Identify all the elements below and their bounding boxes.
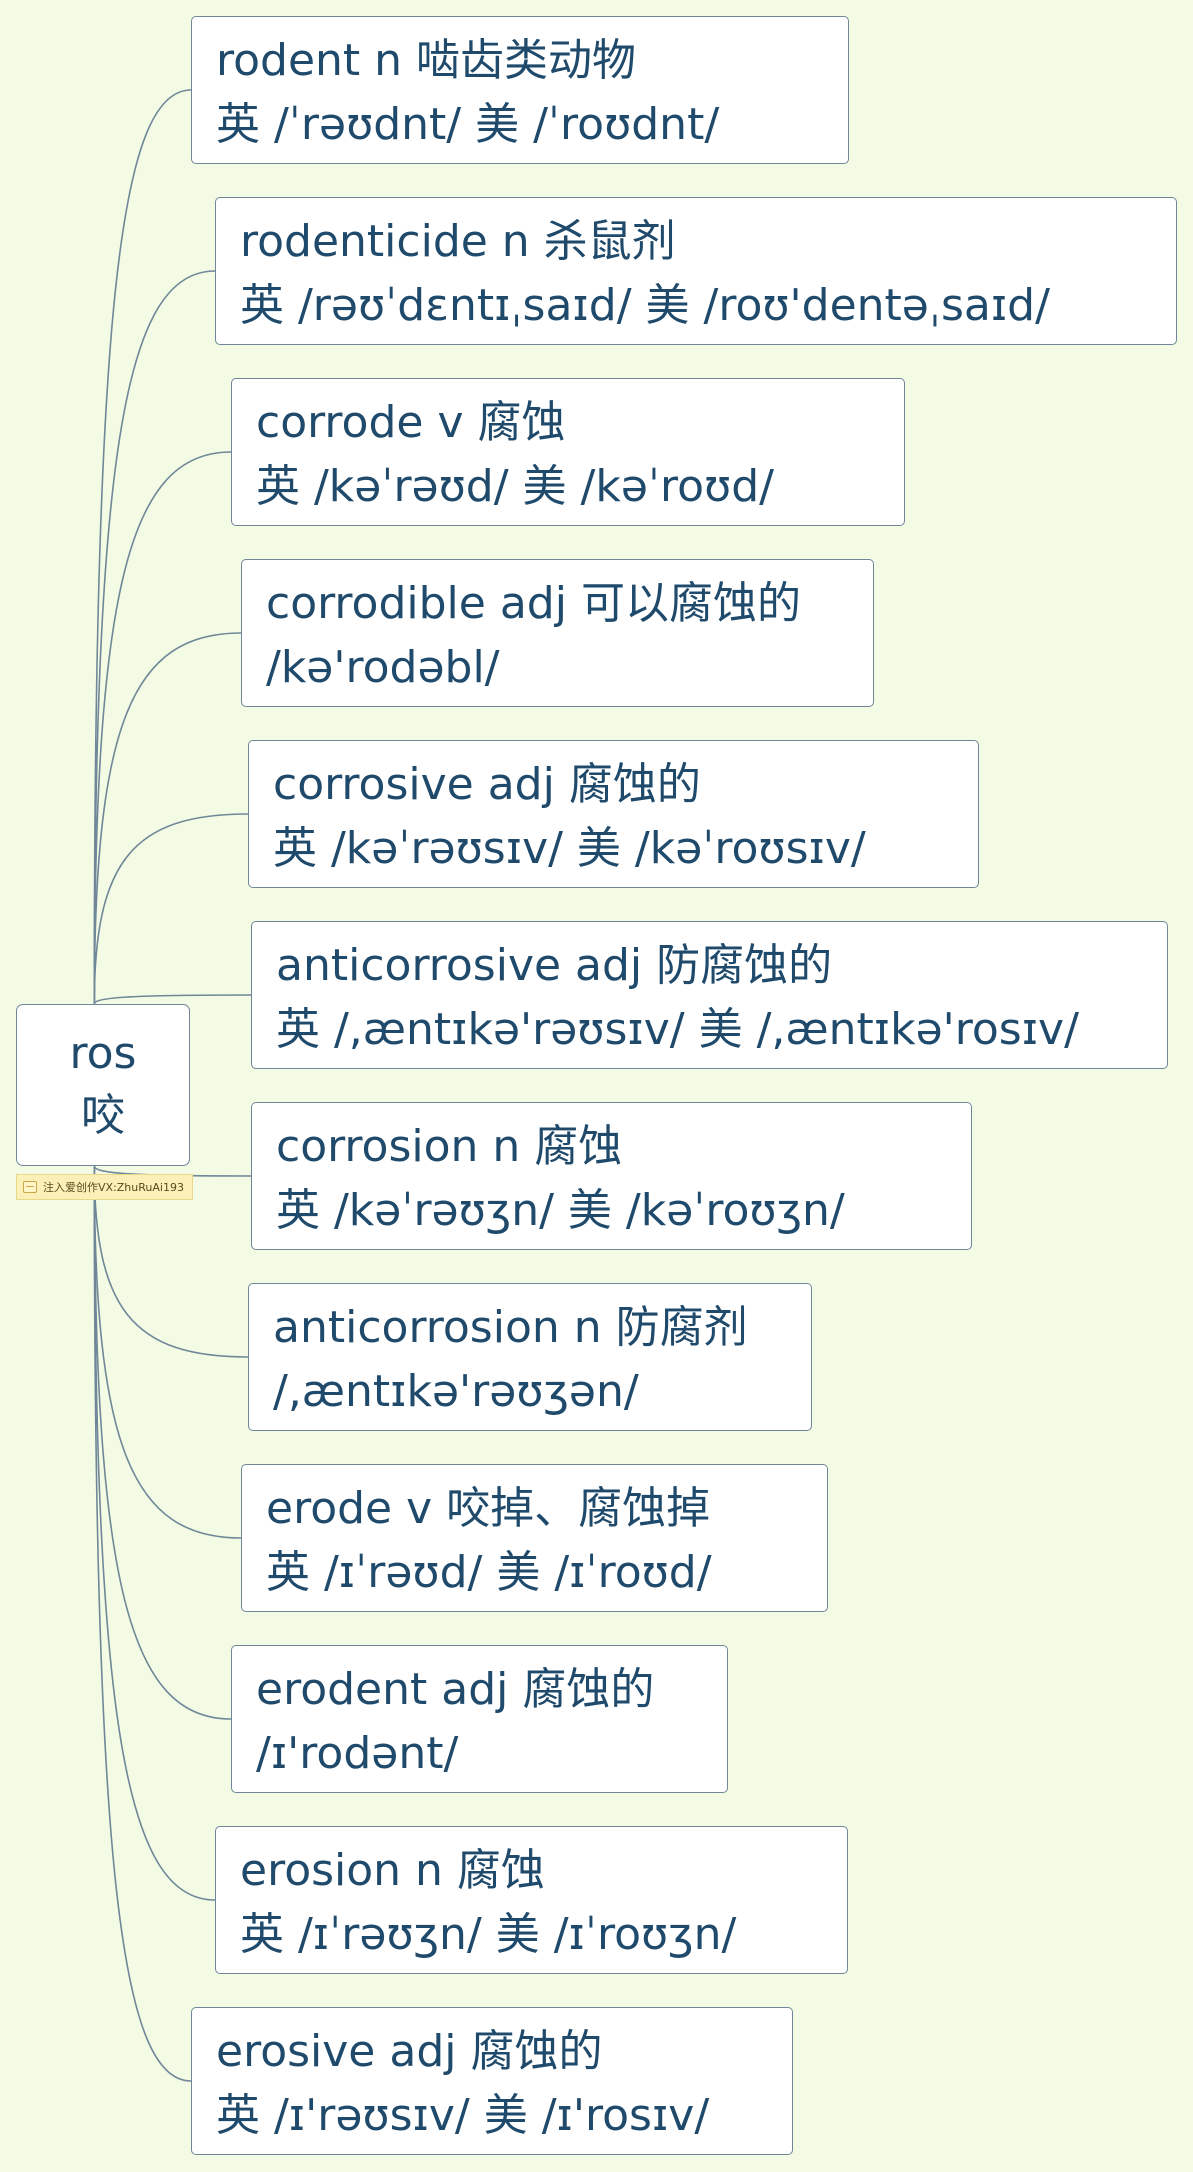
branch-node-erode[interactable]: erode v 咬掉、腐蚀掉 英 /ɪˈrəʊd/ 美 /ɪˈroʊd/ [241,1464,828,1612]
node-headword: corrode v 腐蚀 [256,397,566,448]
node-pronunciation: 英 /rəʊˈdɛntɪˌsaɪd/ 美 /roʊ'dentəˌsaɪd/ [240,280,1050,331]
branch-node-rodenticide[interactable]: rodenticide n 杀鼠剂 英 /rəʊˈdɛntɪˌsaɪd/ 美 /… [215,197,1177,345]
connector-line [93,1165,232,1720]
node-headword: anticorrosive adj 防腐蚀的 [276,940,833,991]
branch-node-erosion[interactable]: erosion n 腐蚀 英 /ɪˈrəʊʒn/ 美 /ɪˈroʊʒn/ [215,1826,848,1974]
node-headword: corrodible adj 可以腐蚀的 [266,578,801,629]
branch-node-corrode[interactable]: corrode v 腐蚀 英 /kəˈrəʊd/ 美 /kəˈroʊd/ [231,378,905,526]
connector-line [93,89,192,1005]
node-pronunciation: 英 /ˈrəʊdnt/ 美 /ˈroʊdnt/ [216,99,720,150]
node-headword: corrosive adj 腐蚀的 [273,759,701,810]
node-headword: rodent n 啮齿类动物 [216,35,637,86]
connector-line [93,451,232,1005]
node-pronunciation: 英 /kəˈrəʊsɪv/ 美 /kəˈroʊsɪv/ [273,823,866,874]
branch-node-anticorrosive[interactable]: anticorrosive adj 防腐蚀的 英 /,æntɪkə'rəʊsɪv… [251,921,1168,1069]
node-pronunciation: /,æntɪkə'rəʊʒən/ [273,1366,639,1417]
branch-node-corrosion[interactable]: corrosion n 腐蚀 英 /kəˈrəʊʒn/ 美 /kəˈroʊʒn/ [251,1102,972,1250]
node-pronunciation: 英 /kəˈrəʊd/ 美 /kəˈroʊd/ [256,461,774,512]
node-pronunciation: /ɪ'rodənt/ [256,1728,459,1779]
branch-node-anticorrosion[interactable]: anticorrosion n 防腐剂 /,æntɪkə'rəʊʒən/ [248,1283,812,1431]
branch-node-erodent[interactable]: erodent adj 腐蚀的 /ɪ'rodənt/ [231,1645,728,1793]
root-note-text: 注入爱创作VX:ZhuRuAi193 [43,1181,184,1194]
branch-node-rodent[interactable]: rodent n 啮齿类动物 英 /ˈrəʊdnt/ 美 /ˈroʊdnt/ [191,16,849,164]
branch-node-corrodible[interactable]: corrodible adj 可以腐蚀的 /kə'rodəbl/ [241,559,874,707]
node-pronunciation: 英 /ɪˈrəʊd/ 美 /ɪˈroʊd/ [266,1547,712,1598]
node-pronunciation: 英 /kəˈrəʊʒn/ 美 /kəˈroʊʒn/ [276,1185,845,1236]
branch-node-erosive[interactable]: erosive adj 腐蚀的 英 /ɪ'rəʊsɪv/ 美 /ɪ'rosɪv/ [191,2007,793,2155]
root-topic-note[interactable]: 注入爱创作VX:ZhuRuAi193 [16,1174,193,1200]
node-headword: erosive adj 腐蚀的 [216,2026,603,2077]
root-topic-node[interactable]: ros 咬 [16,1004,190,1166]
root-topic-title: ros [69,1028,137,1079]
node-headword: erosion n 腐蚀 [240,1845,545,1896]
connector-line [93,1165,216,1901]
node-headword: rodenticide n 杀鼠剂 [240,216,676,267]
connector-line [93,1165,242,1539]
node-headword: anticorrosion n 防腐剂 [273,1302,748,1353]
node-pronunciation: 英 /,æntɪkə'rəʊsɪv/ 美 /,æntɪkə'rosɪv/ [276,1004,1079,1055]
node-headword: erode v 咬掉、腐蚀掉 [266,1483,711,1534]
note-icon [23,1181,37,1193]
node-pronunciation: /kə'rodəbl/ [266,642,500,693]
root-topic-meaning: 咬 [81,1090,125,1141]
node-pronunciation: 英 /ɪˈrəʊʒn/ 美 /ɪˈroʊʒn/ [240,1909,737,1960]
node-headword: erodent adj 腐蚀的 [256,1664,655,1715]
branch-node-corrosive[interactable]: corrosive adj 腐蚀的 英 /kəˈrəʊsɪv/ 美 /kəˈro… [248,740,979,888]
node-pronunciation: 英 /ɪ'rəʊsɪv/ 美 /ɪ'rosɪv/ [216,2090,710,2141]
connector-line [93,994,252,1005]
connector-line [93,1165,192,2082]
connector-line [93,813,249,1005]
node-headword: corrosion n 腐蚀 [276,1121,623,1172]
connector-line [93,632,242,1005]
connector-line [93,270,216,1005]
